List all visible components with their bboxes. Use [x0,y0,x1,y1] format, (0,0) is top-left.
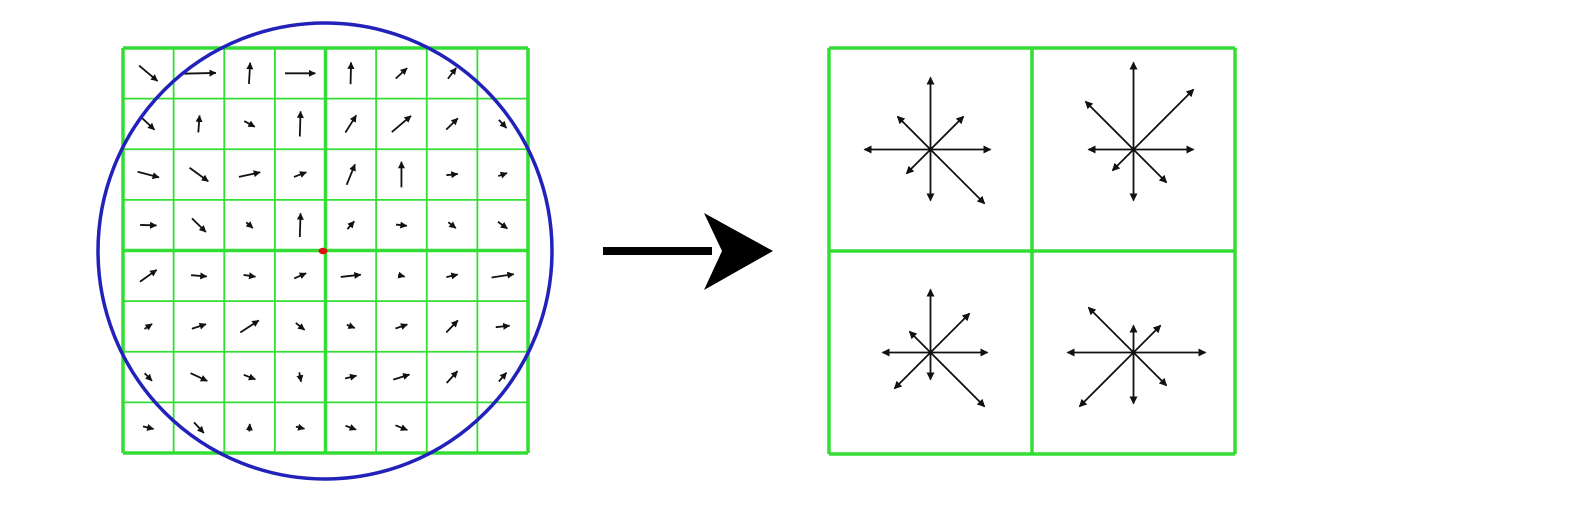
gradient-arrow [495,322,511,330]
gradient-arrow [293,171,307,178]
orientation-histograms [863,61,1207,408]
gradient-arrow [340,271,362,279]
histogram-bin-arrow [1132,324,1162,354]
gradient-arrow [296,212,304,238]
gradient-arrow [191,217,207,233]
gradient-arrow [445,370,459,384]
histogram-bin-arrow [1087,306,1135,354]
quadrant-grid-lines [121,46,530,455]
gradient-arrow [140,221,158,229]
gradient-arrow [445,319,459,334]
gradient-arrow [395,323,408,330]
histogram-bin-arrow [905,148,932,175]
histogram-bin-arrow [929,115,965,151]
gradient-arrow [189,167,209,183]
gradient-arrow [447,67,457,80]
gradient-arrow [243,120,256,128]
transform-arrow [603,213,773,290]
histogram-bin-arrow [1132,88,1195,151]
gradient-arrow [295,322,306,331]
histogram-bin-arrow [896,115,932,151]
gradient-arrow [344,373,357,381]
gradient-arrow [393,373,411,381]
gradient-arrow [498,119,508,129]
gradient-arrow [293,272,307,280]
gradient-arrow [344,114,358,134]
keypoint-descriptor [827,46,1237,456]
gradient-arrow [243,272,257,280]
gradient-arrow [243,373,256,381]
gradient-arrow [397,271,406,279]
gradient-arrow [447,221,457,229]
gradient-arrow [195,114,203,133]
histogram-bin-arrow [1132,148,1168,184]
histogram-bin-arrow [908,330,932,354]
gradient-arrow [491,271,515,279]
gradient-arrow [395,424,408,431]
gradient-arrow [446,171,459,179]
gradient-arrow [445,117,459,131]
gradient-arrow [191,322,207,330]
gradient-arrow [497,171,508,179]
gradient-arrow [497,221,508,230]
gradient-arrow [142,424,155,431]
gradient-arrow [498,372,508,383]
descriptor-grid-lines [827,46,1237,456]
gradient-arrow [391,115,412,133]
gradient-arrow [345,163,356,186]
gradient-arrow [446,272,459,280]
gradient-arrow [295,423,305,431]
gradient-arrow [191,272,208,280]
gradient-arrow [190,372,208,382]
gradient-arrow [139,269,158,283]
gradient-arrow [395,221,408,229]
keypoint-dot [318,247,328,255]
gradient-arrow [395,67,408,80]
histogram-bin-arrow [1132,351,1168,387]
gradient-arrow [144,323,153,331]
orientation-histogram [1084,61,1195,202]
histogram-bin-arrow [1111,148,1135,172]
histogram-bin-arrow [929,351,986,408]
gradient-arrow [181,69,217,77]
gradient-sample-grid [96,21,554,481]
gradient-arrows [137,61,515,434]
gradient-arrow [239,319,260,334]
histogram-bin-arrow [1078,351,1135,408]
gradient-arrow [296,110,304,137]
histogram-bin-arrow [1084,100,1135,151]
gradient-arrow [245,423,253,432]
gradient-arrow [141,117,156,131]
gradient-arrow [345,424,357,431]
gradient-arrow [193,421,205,434]
gradient-arrow [347,61,355,85]
orientation-histogram [863,76,992,205]
gradient-arrow [143,372,153,382]
gradient-arrow [346,322,356,329]
histogram-bin-arrow [929,148,986,205]
gaussian-window-circle [96,21,554,481]
gradient-arrow [246,62,254,84]
histogram-bin-arrow [929,312,971,354]
gradient-arrow [138,64,159,82]
gradient-arrow [245,221,254,229]
histogram-bin-arrow [893,351,932,390]
gradient-arrow [238,170,261,178]
gradient-arrow [346,220,355,230]
gradient-arrow [137,170,160,180]
orientation-histogram [1066,306,1207,408]
gradient-arrow [296,372,304,383]
orientation-histogram [881,288,989,408]
